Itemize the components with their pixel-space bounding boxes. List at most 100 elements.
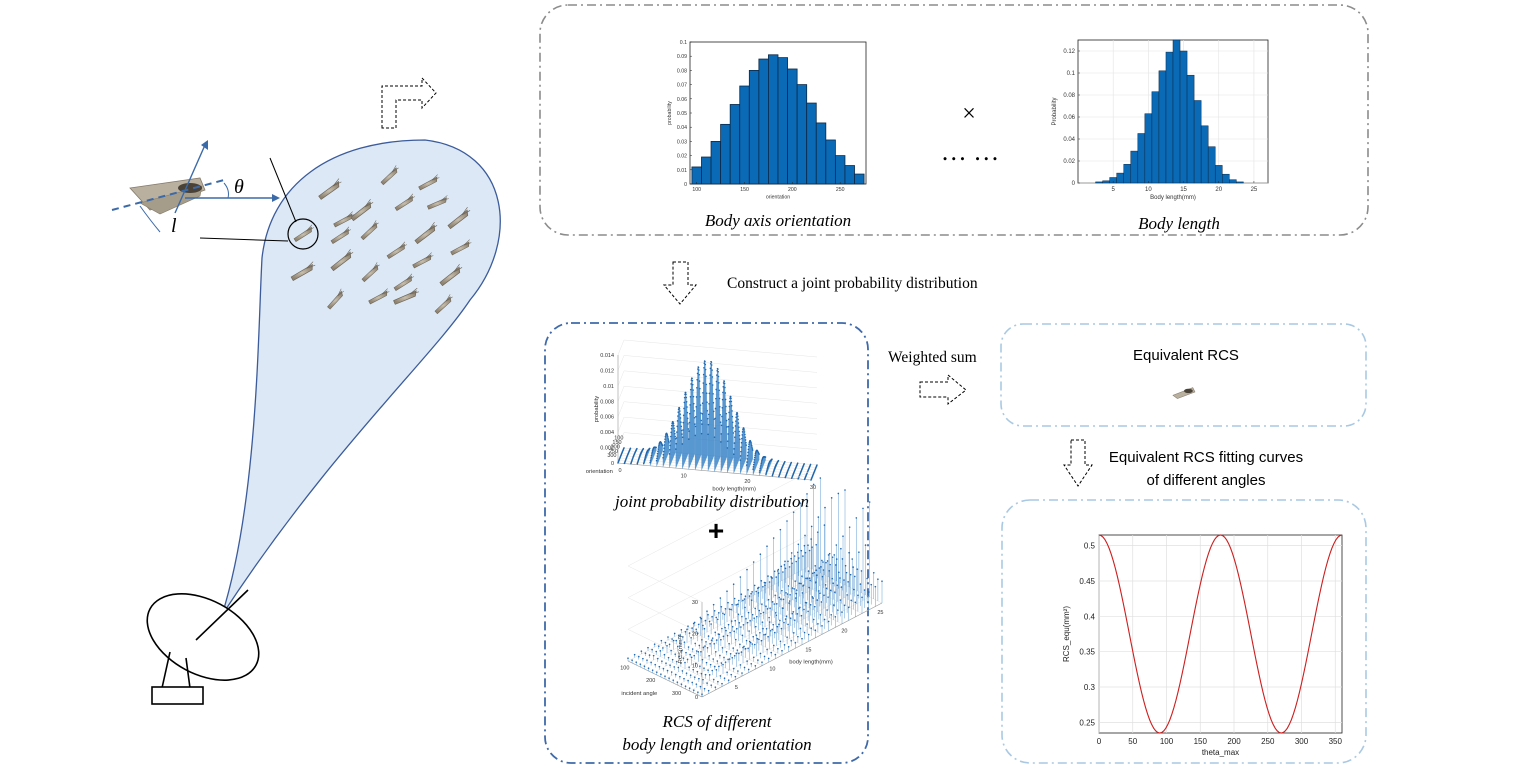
- histogram-bar: [1116, 172, 1124, 184]
- data-point: [768, 581, 771, 583]
- data-point: [839, 577, 841, 579]
- data-point: [697, 366, 699, 368]
- data-point: [690, 377, 693, 379]
- data-point: [730, 673, 733, 676]
- data-point: [699, 685, 702, 688]
- data-point: [659, 650, 662, 652]
- data-point: [703, 362, 706, 365]
- data-point: [833, 554, 836, 556]
- plus-symbol: +: [708, 515, 724, 546]
- data-point: [683, 641, 686, 643]
- data-point: [761, 603, 763, 605]
- data-point: [822, 569, 825, 571]
- data-point: [696, 372, 699, 375]
- data-point: [675, 660, 678, 663]
- data-point: [708, 402, 710, 405]
- equivalent-rcs-title: Equivalent RCS: [1133, 347, 1239, 364]
- data-point: [807, 610, 809, 613]
- data-point: [784, 560, 786, 563]
- data-point: [703, 687, 706, 690]
- data-point: [733, 654, 736, 657]
- data-point: [753, 617, 756, 619]
- data-point: [748, 640, 751, 643]
- data-point: [776, 570, 779, 572]
- data-point: [708, 620, 711, 623]
- data-point: [708, 674, 711, 676]
- data-point: [827, 596, 829, 598]
- data-point: [714, 651, 717, 653]
- data-point: [741, 634, 744, 637]
- distribution-panel: [539, 4, 1369, 236]
- data-point: [837, 492, 840, 495]
- data-point: [759, 631, 761, 634]
- data-point: [717, 680, 719, 683]
- data-point: [813, 605, 816, 608]
- data-point: [774, 594, 777, 597]
- data-point: [697, 368, 699, 370]
- x-axis-label: theta_max: [1202, 748, 1239, 757]
- z-tick-label: 0: [695, 695, 698, 701]
- times-symbol: ×: [962, 101, 976, 127]
- data-point: [670, 671, 673, 673]
- data-point: [777, 572, 780, 575]
- data-point: [693, 654, 696, 657]
- x-tick-label: 5: [1112, 187, 1116, 193]
- data-point: [671, 638, 673, 640]
- data-point: [687, 625, 689, 627]
- data-point: [760, 579, 763, 582]
- data-point: [864, 544, 867, 546]
- data-point: [807, 570, 810, 572]
- x-tick-label: 5: [735, 685, 738, 691]
- data-point: [867, 591, 870, 593]
- data-point: [752, 463, 755, 466]
- data-point: [712, 603, 715, 606]
- radar-scene: θ l: [111, 139, 501, 705]
- data-point: [767, 575, 769, 577]
- data-point: [782, 571, 784, 573]
- data-point: [739, 459, 742, 461]
- y-tick-label: 0.08: [1063, 93, 1075, 99]
- data-point: [788, 602, 790, 604]
- data-point: [700, 650, 702, 653]
- data-point: [688, 632, 691, 634]
- data-point: [695, 396, 698, 398]
- data-point: [790, 477, 793, 480]
- y-axis-label: RCS_equ(mm²): [1062, 606, 1071, 662]
- data-point: [715, 380, 718, 383]
- data-point: [667, 656, 670, 659]
- data-point: [708, 382, 711, 385]
- data-point: [715, 397, 717, 400]
- rcs-caption-line2: body length and orientation: [622, 735, 811, 754]
- data-point: [809, 603, 812, 606]
- x-tick-label: 150: [1194, 737, 1208, 746]
- y-tick-label: 0.12: [1063, 49, 1075, 55]
- data-point: [741, 437, 743, 440]
- data-point: [674, 653, 677, 655]
- wall-gridline: [617, 401, 818, 419]
- data-point: [849, 573, 852, 576]
- data-point: [827, 554, 830, 556]
- data-point: [847, 606, 850, 609]
- wall-gridline: [617, 339, 818, 358]
- data-point: [721, 398, 724, 401]
- data-point: [702, 646, 705, 649]
- data-point: [720, 662, 723, 664]
- y-tick-label: 0.1: [1067, 71, 1076, 77]
- data-point: [834, 615, 837, 618]
- data-point: [643, 665, 646, 667]
- data-point: [808, 549, 811, 552]
- data-point: [733, 630, 736, 633]
- data-point: [749, 641, 752, 644]
- x-tick-label: 150: [740, 187, 749, 193]
- data-point: [754, 625, 757, 628]
- data-point: [819, 613, 822, 616]
- data-point: [633, 653, 636, 656]
- data-point: [796, 551, 799, 554]
- data-point: [786, 636, 788, 638]
- data-point: [726, 440, 729, 442]
- data-point: [708, 654, 710, 657]
- data-point: [671, 424, 673, 427]
- data-point: [759, 467, 761, 470]
- data-point: [702, 624, 704, 627]
- data-point: [756, 637, 759, 640]
